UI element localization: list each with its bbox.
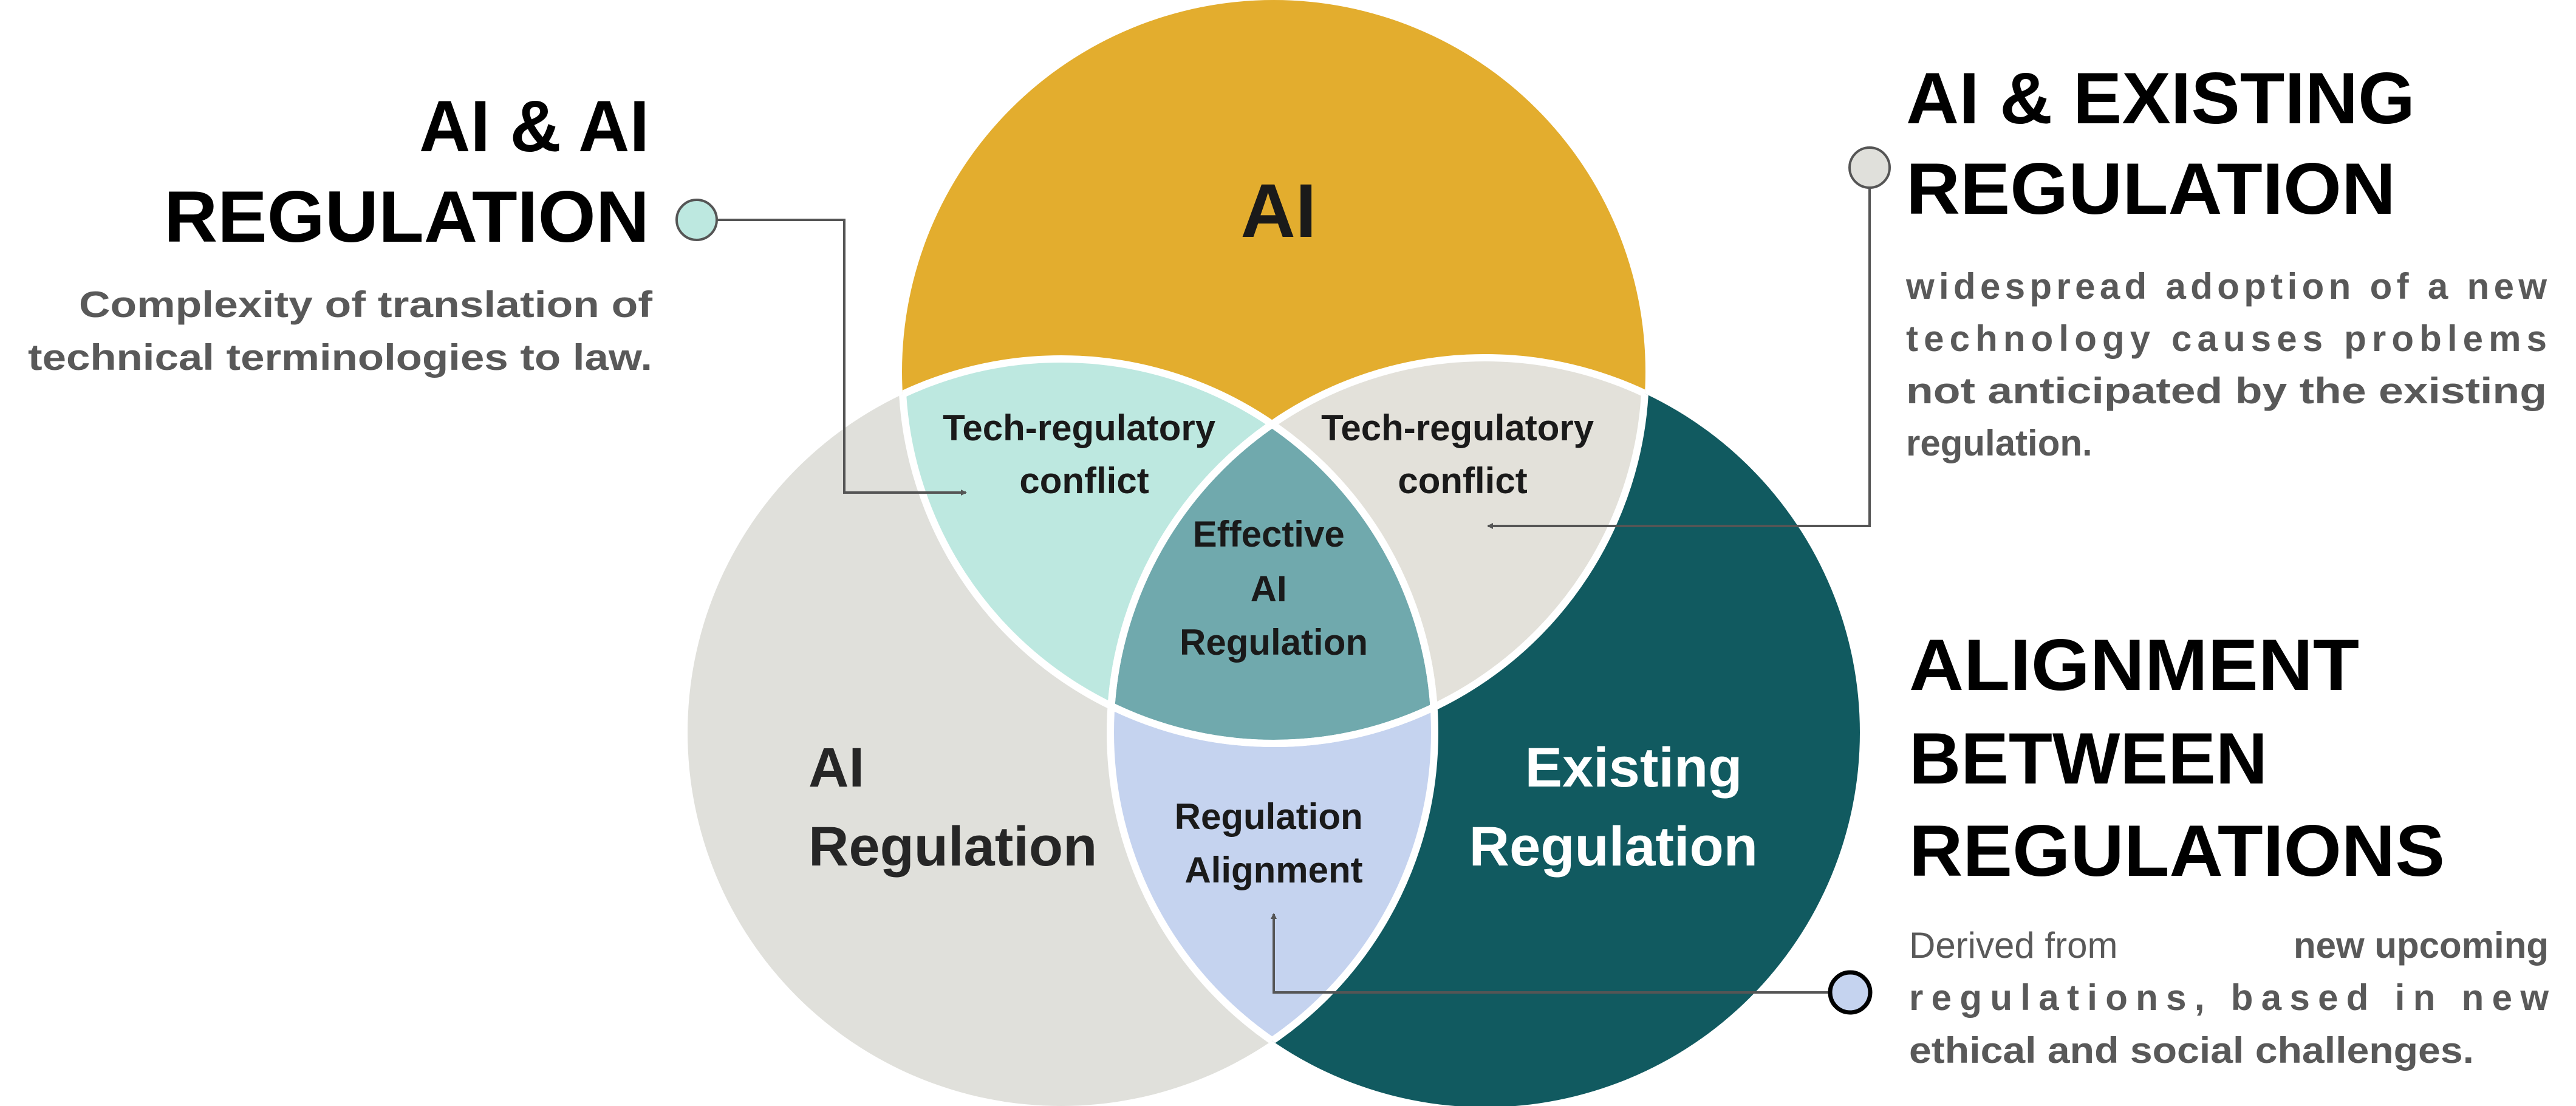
callout-description: ethical and social challenges. [1909, 1030, 2474, 1071]
connector-alignment [1271, 913, 1830, 994]
callout-description: widespread adoption of a new [1905, 266, 2547, 307]
label-regulation-alignment: Regulation Alignment [1175, 796, 1373, 890]
callout-title: REGULATION [164, 176, 649, 258]
label-tech-conflict-left: Tech-regulatory conflict [943, 408, 1226, 501]
callout-description: technology causes problems [1906, 318, 2547, 359]
label-effective-ai-regulation: Effective AI Regulation [1180, 514, 1368, 663]
label-tech-conflict-right: Tech-regulatory conflict [1321, 408, 1604, 501]
label-ai-regulation: AI Regulation [808, 737, 1097, 878]
dot-ai-existing-icon [1848, 146, 1891, 189]
callout-ai-existing: AI & EXISTING REGULATION widespread adop… [1905, 58, 2547, 463]
callout-title: AI & AI [419, 86, 649, 167]
dot-ai-ai-regulation-icon [675, 199, 718, 241]
label-existing-regulation: Existing Regulation [1469, 737, 1758, 878]
callout-description: Complexity of translation of [79, 284, 653, 325]
callout-ai-ai-regulation: AI & AI REGULATION Complexity of transla… [28, 86, 653, 378]
callout-title: ALIGNMENT [1909, 624, 2359, 706]
label-ai: AI [1241, 169, 1317, 253]
callout-title: REGULATIONS [1909, 810, 2445, 892]
callout-description: regulations, based in new [1909, 977, 2549, 1018]
connector-ai-ai-regulation [717, 219, 967, 496]
callout-description-bold: new upcoming [2294, 925, 2549, 966]
callout-description: not anticipated by the existing [1906, 370, 2547, 411]
region-effective-ai-regulation [1110, 359, 1435, 743]
callout-title: BETWEEN [1909, 718, 2267, 799]
callout-description-regular: Derived from [1909, 925, 2117, 966]
dot-alignment-icon [1828, 970, 1873, 1015]
callout-description: technical terminologies to law. [28, 337, 652, 378]
callout-description: regulation. [1906, 423, 2093, 463]
callout-alignment: ALIGNMENT BETWEEN REGULATIONS Derived fr… [1909, 624, 2549, 1071]
callout-title: REGULATION [1906, 148, 2396, 230]
connector-ai-existing [1487, 188, 1871, 529]
callout-title: AI & EXISTING [1906, 58, 2415, 139]
